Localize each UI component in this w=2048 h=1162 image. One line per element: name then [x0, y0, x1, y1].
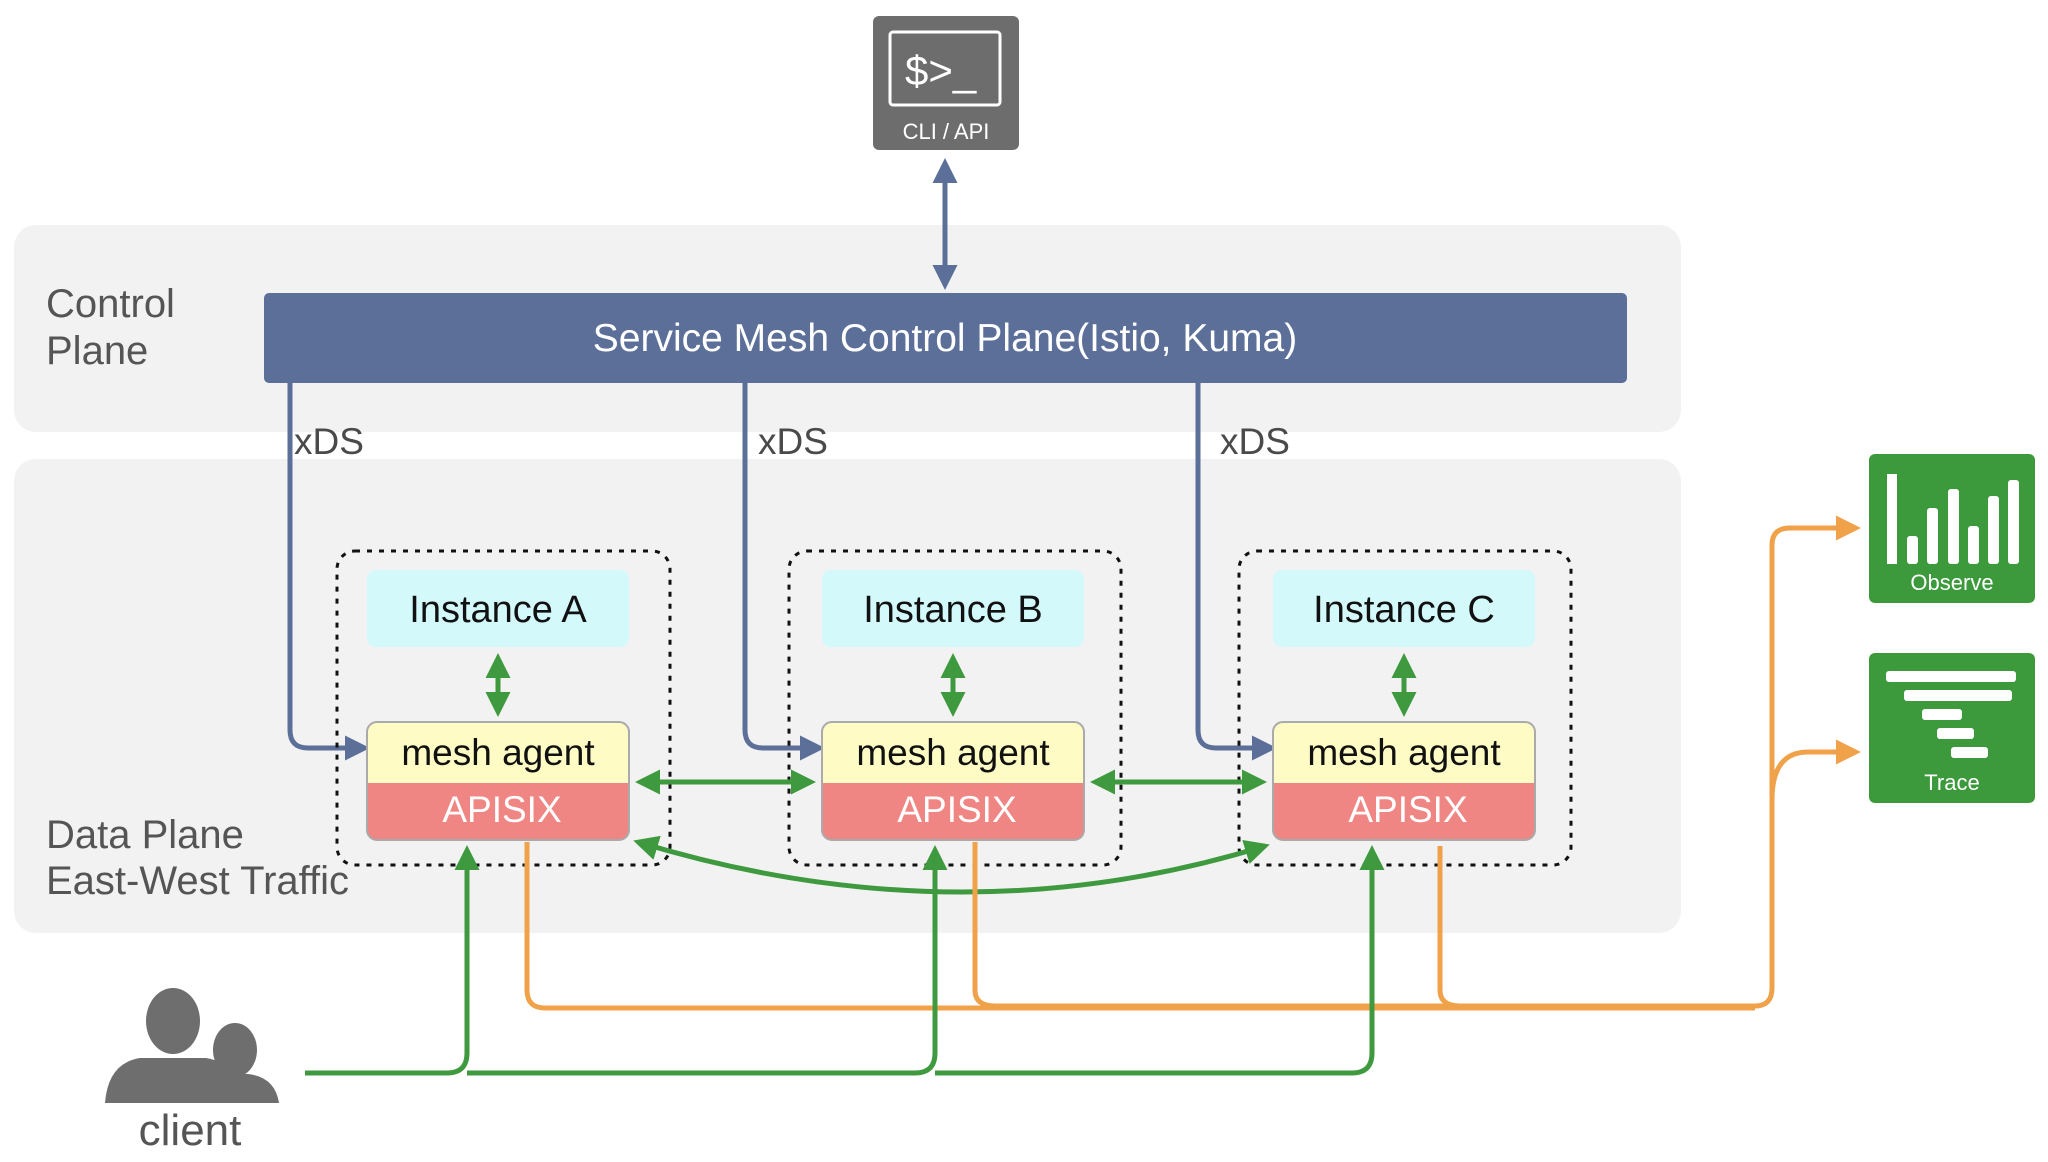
client-to-a	[305, 845, 480, 1076]
control-plane-label-line1: Control	[46, 282, 175, 326]
apisix-a-label: APISIX	[442, 789, 561, 830]
instance-group-a: Instance A mesh agent APISIX	[335, 549, 672, 867]
trace-label: Trace	[1924, 770, 1979, 795]
instance-b-box	[822, 570, 1084, 647]
client-label: client	[139, 1106, 242, 1155]
telemetry-c	[1437, 846, 1755, 1009]
client-to-b	[467, 845, 948, 1076]
apisix-b-label: APISIX	[897, 789, 1016, 830]
apisix-c-label: APISIX	[1348, 789, 1467, 830]
xds-label-c: xDS	[1220, 421, 1290, 462]
mesh-agent-c-label: mesh agent	[1307, 732, 1501, 773]
control-plane-box: Service Mesh Control Plane(Istio, Kuma)	[264, 293, 1627, 383]
data-plane-label-line1: Data Plane	[46, 813, 244, 857]
mesh-agent-a-label: mesh agent	[401, 732, 595, 773]
traffic-a-c	[633, 835, 1270, 895]
telemetry-b	[972, 842, 1755, 1009]
mesh-agent-b-label: mesh agent	[856, 732, 1050, 773]
mesh-agent-a: mesh agent APISIX	[366, 721, 630, 841]
instance-group-c: Instance C mesh agent APISIX	[1237, 549, 1573, 867]
mesh-agent-c: mesh agent APISIX	[1272, 721, 1536, 841]
cli-prompt: $>_	[905, 47, 977, 94]
instance-c-label: Instance C	[1313, 589, 1495, 631]
data-plane-label-line2: East-West Traffic	[46, 859, 349, 903]
cli-api-node: $>_ CLI / API	[873, 16, 1019, 150]
instance-a-box	[367, 570, 629, 647]
mesh-agent-b: mesh agent APISIX	[821, 721, 1085, 841]
xds-label-b: xDS	[758, 421, 828, 462]
xds-label-a: xDS	[294, 421, 364, 462]
telemetry-a	[524, 842, 1755, 1011]
xds-connector-b	[742, 383, 825, 761]
cli-api-label: CLI / API	[903, 119, 990, 144]
instance-group-b: Instance B mesh agent APISIX	[787, 549, 1123, 867]
control-plane-label-line2: Plane	[46, 329, 148, 373]
xds-connector-a	[287, 383, 370, 761]
instance-a-label: Instance A	[409, 589, 587, 631]
bar-chart-icon	[1887, 474, 2019, 564]
instance-c-box	[1273, 570, 1535, 647]
instance-b-label: Instance B	[863, 589, 1043, 631]
trace-node: Trace	[1869, 653, 2035, 803]
users-icon	[105, 988, 279, 1103]
telemetry-trace	[1769, 739, 1861, 801]
xds-connector-c	[1195, 383, 1277, 761]
observe-node: Observe	[1869, 454, 2035, 603]
client-to-c	[935, 845, 1385, 1076]
control-plane-title: Service Mesh Control Plane(Istio, Kuma)	[593, 317, 1297, 360]
telemetry-observe	[1754, 515, 1861, 1009]
observe-label: Observe	[1910, 570, 1993, 595]
trace-waterfall-icon	[1886, 671, 2016, 758]
terminal-icon: $>_	[888, 30, 1002, 107]
